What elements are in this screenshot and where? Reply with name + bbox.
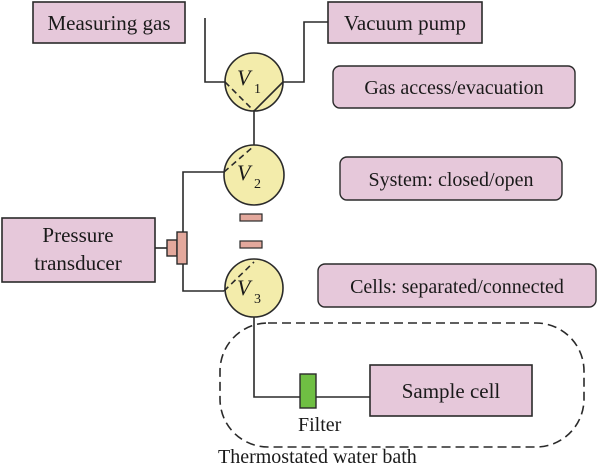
line-measuring-gas-to-v1 (204, 18, 225, 83)
state-box-v3: Cells: separated/connected (317, 263, 597, 308)
measuring-gas-label: Measuring gas (47, 11, 170, 35)
water-bath-boundary (219, 322, 585, 448)
valve-v1: V 1 (224, 52, 284, 112)
valve-v2-letter: V (237, 160, 253, 185)
filter-element (299, 373, 317, 409)
valve-v3: V 3 (223, 258, 284, 318)
state-v2-label: System: closed/open (369, 169, 534, 191)
state-box-v1: Gas access/evacuation (332, 65, 576, 109)
valve-v2-subscript: 2 (254, 177, 261, 192)
valve-v3-subscript: 3 (254, 292, 261, 307)
state-v3-label: Cells: separated/connected (350, 276, 564, 298)
valve-v2: V 2 (223, 144, 285, 206)
sample-cell-label: Sample cell (402, 379, 501, 403)
v2-bottom-stub (239, 213, 263, 222)
line-v2-to-transducer (182, 171, 224, 234)
line-transducer-to-v3 (182, 262, 224, 292)
vacuum-pump-box: Vacuum pump (327, 1, 483, 44)
pressure-transducer-label-line1: Pressure (42, 223, 113, 247)
sample-cell-box: Sample cell (369, 364, 533, 417)
line-vacuum-pump-to-v1 (283, 21, 328, 83)
state-box-v2: System: closed/open (339, 156, 563, 201)
line-v3-to-filter (253, 316, 300, 398)
valve-v3-letter: V (237, 275, 253, 300)
water-bath-label: Thermostated water bath (218, 446, 417, 468)
connection-lines (155, 18, 370, 398)
valve-v1-subscript: 1 (254, 82, 261, 97)
pressure-transducer-box: Pressure transducer (1, 217, 156, 283)
pressure-transducer-label-line2: transducer (34, 251, 121, 275)
valve-v1-letter: V (237, 65, 253, 90)
transducer-connector (166, 231, 188, 265)
filter-label: Filter (298, 414, 342, 436)
measuring-gas-box: Measuring gas (32, 1, 186, 44)
vacuum-pump-label: Vacuum pump (344, 11, 466, 35)
state-v1-label: Gas access/evacuation (364, 77, 543, 99)
v3-top-stub (239, 240, 263, 249)
separation-marks (239, 213, 263, 249)
